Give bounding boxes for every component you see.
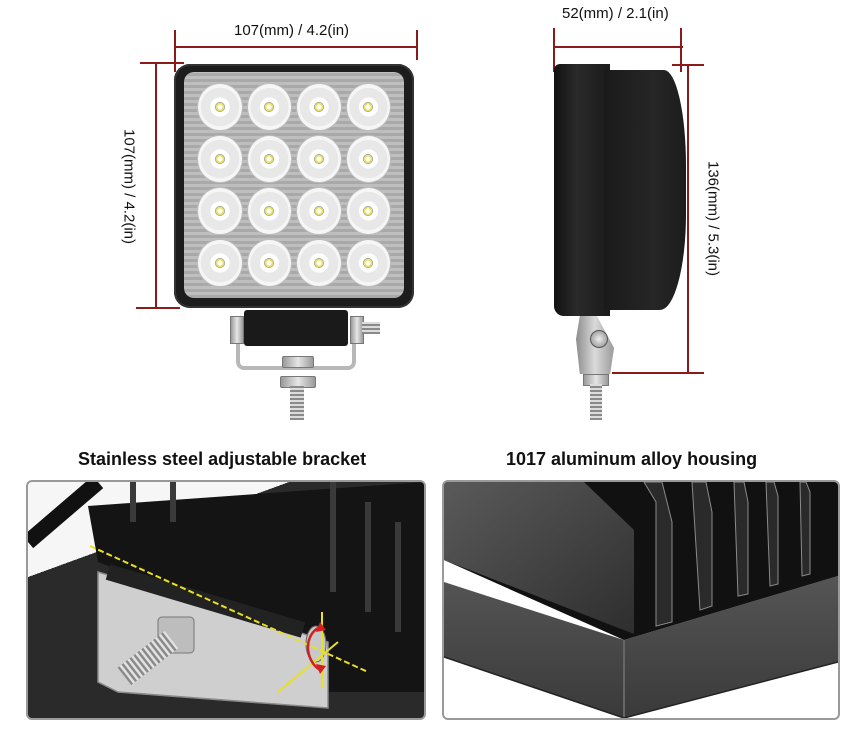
led bbox=[198, 188, 242, 234]
led bbox=[346, 136, 390, 182]
led bbox=[346, 84, 390, 130]
rotate-arrow-icon bbox=[316, 622, 326, 632]
front-width-tick-left bbox=[174, 30, 176, 72]
led bbox=[297, 136, 341, 182]
side-height-tick-top bbox=[672, 64, 704, 66]
led bbox=[297, 240, 341, 286]
led bbox=[346, 240, 390, 286]
side-height-label: 136(mm) / 5.3(in) bbox=[704, 160, 722, 277]
side-height-line bbox=[687, 64, 689, 374]
front-height-label: 107(mm) / 4.2(in) bbox=[120, 128, 138, 245]
led bbox=[198, 240, 242, 286]
led bbox=[297, 84, 341, 130]
housing-detail-illustration bbox=[444, 482, 838, 718]
caption-bracket: Stainless steel adjustable bracket bbox=[78, 449, 367, 469]
light-housing-side-rear bbox=[554, 64, 610, 316]
led-grid bbox=[198, 84, 390, 286]
side-depth-tick-left bbox=[553, 28, 555, 72]
led bbox=[198, 136, 242, 182]
caption-housing: 1017 aluminum alloy housing bbox=[506, 449, 758, 469]
side-depth-line bbox=[553, 46, 683, 48]
side-height-tick-bottom bbox=[612, 372, 704, 374]
side-depth-label: 52(mm) / 2.1(in) bbox=[562, 5, 669, 22]
led bbox=[346, 188, 390, 234]
mounting-bracket-front bbox=[236, 318, 356, 370]
front-width-line bbox=[174, 46, 418, 48]
led bbox=[198, 84, 242, 130]
side-depth-tick-right bbox=[680, 28, 682, 72]
bracket-pivot-block bbox=[244, 310, 348, 346]
front-width-tick-right bbox=[416, 30, 418, 60]
side-mount-bolt bbox=[590, 384, 602, 420]
front-height-tick-bottom bbox=[136, 307, 180, 309]
front-width-label: 107(mm) / 4.2(in) bbox=[234, 22, 350, 39]
side-nut-left bbox=[230, 316, 244, 344]
led bbox=[247, 136, 291, 182]
led bbox=[247, 188, 291, 234]
bracket-detail-illustration bbox=[28, 482, 424, 709]
mount-nut-top bbox=[282, 356, 314, 368]
housing-detail-photo bbox=[442, 480, 840, 720]
light-housing-front bbox=[174, 64, 414, 308]
led bbox=[297, 188, 341, 234]
light-housing-side-body bbox=[604, 70, 686, 310]
bracket-detail-photo bbox=[26, 480, 426, 720]
bracket-pivot-bolt bbox=[590, 330, 608, 348]
front-height-line bbox=[155, 62, 157, 308]
light-lens bbox=[184, 72, 404, 298]
front-height-tick-top bbox=[140, 62, 184, 64]
mount-bolt bbox=[290, 386, 304, 420]
led bbox=[247, 240, 291, 286]
side-bolt-end bbox=[362, 322, 380, 334]
led bbox=[247, 84, 291, 130]
